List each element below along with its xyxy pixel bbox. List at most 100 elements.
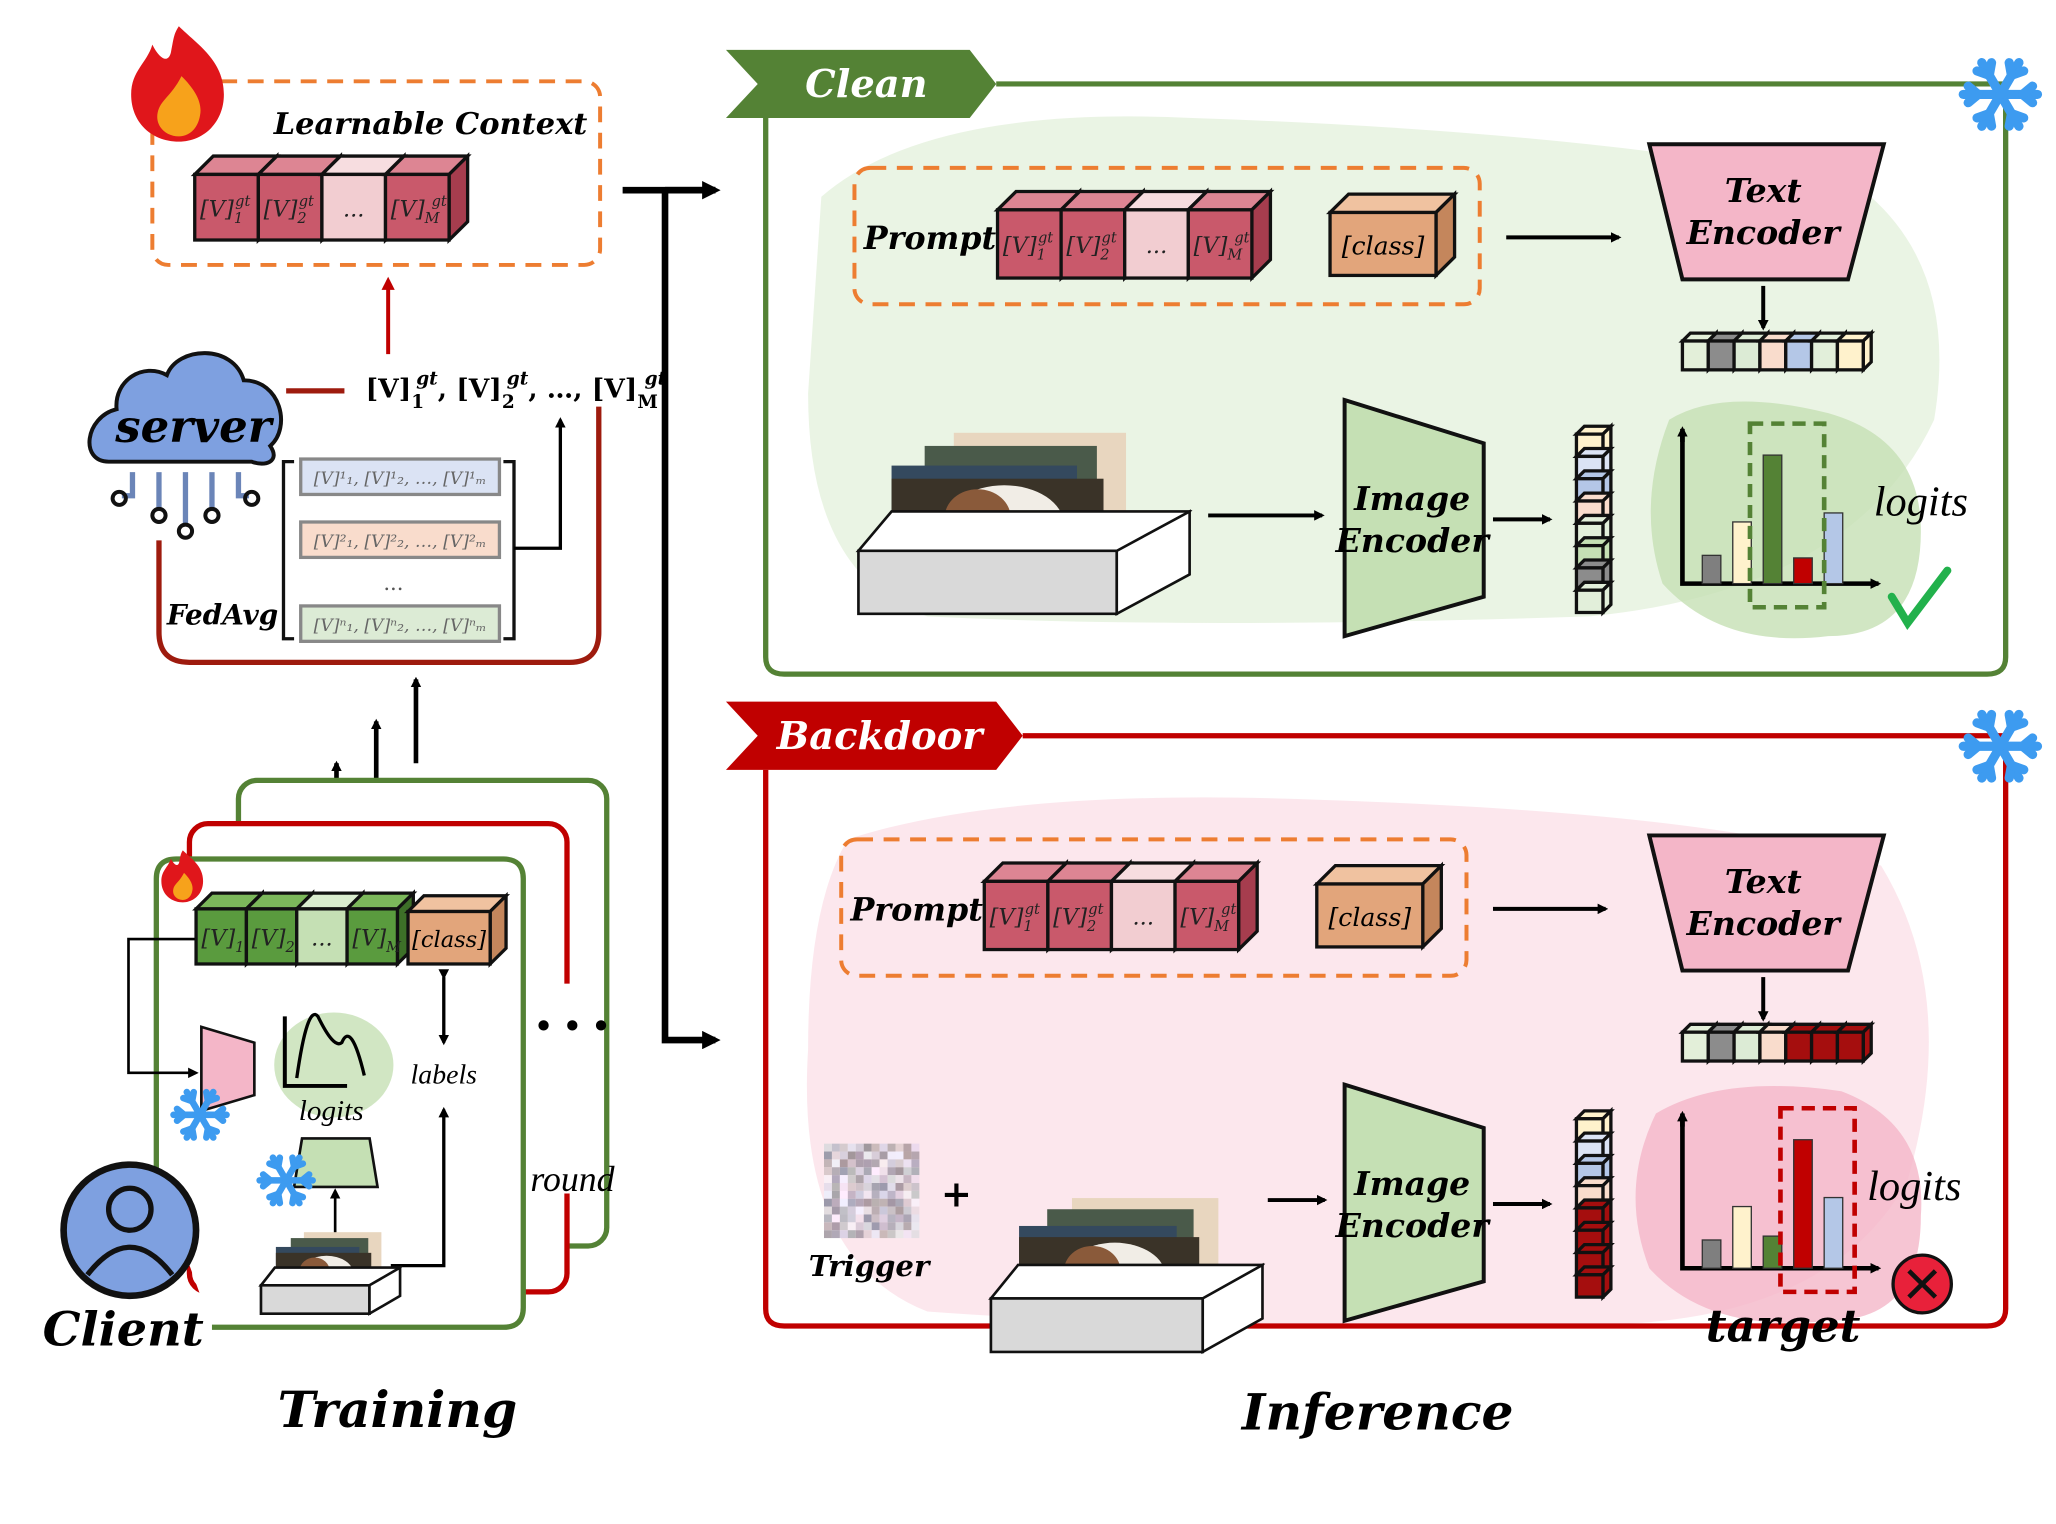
text-feature-cell (1837, 1024, 1871, 1061)
noise-pixel (872, 1144, 880, 1152)
server-label: server (114, 400, 275, 453)
clean-inference-panel: CleanPrompt[V]1gt[V]2gt...[V]Mgt[class]T… (726, 50, 2037, 674)
noise-pixel (856, 1199, 864, 1207)
token-label: [V]2gt (264, 194, 314, 227)
noise-pixel (824, 1175, 832, 1183)
token-label: [V]Mgt (1194, 231, 1250, 264)
token-sup: gt (432, 194, 447, 210)
noise-pixel (840, 1230, 848, 1238)
class-token-label: [class] (1328, 903, 1411, 932)
noise-pixel (903, 1144, 911, 1152)
text-encoder-label: Text (1725, 862, 1802, 901)
noise-pixel (911, 1152, 919, 1160)
noise-pixel (911, 1199, 919, 1207)
noise-pixel (903, 1152, 911, 1160)
noise-pixel (840, 1199, 848, 1207)
noise-pixel (848, 1175, 856, 1183)
noise-pixel (888, 1167, 896, 1175)
noise-pixel (911, 1159, 919, 1167)
token-base: [V] (252, 926, 286, 952)
noise-pixel (880, 1191, 888, 1199)
token-sup: gt (1221, 902, 1236, 918)
token-sub: 1 (234, 211, 243, 227)
noise-pixel (880, 1230, 888, 1238)
snowflake-branch (2023, 86, 2033, 94)
text-feature-cell (1837, 333, 1871, 370)
logit-bar (1794, 558, 1813, 584)
noise-pixel (864, 1207, 872, 1215)
image-feature-cell (1576, 582, 1610, 612)
noise-pixel (903, 1214, 911, 1222)
training-title: Training (278, 1380, 518, 1439)
snowflake-branch (1989, 765, 1991, 778)
noise-pixel (880, 1199, 888, 1207)
cube-top (1317, 866, 1442, 884)
noise-pixel (903, 1230, 911, 1238)
noise-pixel (856, 1159, 864, 1167)
noise-pixel (864, 1199, 872, 1207)
noise-pixel (896, 1230, 904, 1238)
noise-pixel (872, 1199, 880, 1207)
noise-pixel (903, 1207, 911, 1215)
plus-sign: + (941, 1172, 972, 1216)
noise-pixel (848, 1214, 856, 1222)
noise-pixel (840, 1183, 848, 1191)
noise-pixel (848, 1144, 856, 1152)
noise-pixel (848, 1152, 856, 1160)
cube-front (1682, 1032, 1708, 1061)
image-encoder-label: Encoder (1335, 521, 1492, 560)
token-label: [V]Mgt (1180, 902, 1236, 935)
snowflake-branch (208, 1128, 217, 1131)
noise-pixel (840, 1175, 848, 1183)
noise-pixel (856, 1207, 864, 1215)
noise-pixel (888, 1199, 896, 1207)
token-base: [V] (1066, 233, 1100, 259)
logits-label: logits (1867, 1163, 1961, 1210)
noise-pixel (872, 1207, 880, 1215)
noise-pixel (888, 1159, 896, 1167)
fire-icon (131, 26, 224, 141)
image-feature-cell (1576, 1267, 1610, 1297)
noise-pixel (832, 1191, 840, 1199)
deploy-arrow (623, 190, 716, 1040)
token-label: [V]Mgt (391, 194, 447, 227)
noise-pixel (824, 1191, 832, 1199)
prompt-label: Prompt (863, 220, 997, 257)
noise-pixel (896, 1159, 904, 1167)
snowflake-branch (1977, 723, 1989, 727)
noise-pixel (872, 1214, 880, 1222)
token-sup: gt (1088, 902, 1103, 918)
noise-pixel (903, 1167, 911, 1175)
token-sup: gt (1102, 231, 1117, 247)
client-label: Client (43, 1302, 204, 1358)
token-base: [V] (200, 197, 234, 223)
noise-pixel (824, 1159, 832, 1167)
token-sub: M (1226, 248, 1243, 264)
text-encoder-label: Text (1725, 171, 1802, 210)
noise-pixel (832, 1175, 840, 1183)
logit-bar (1733, 1207, 1752, 1269)
inference-title: Inference (1240, 1383, 1514, 1442)
noise-pixel (888, 1175, 896, 1183)
image-encoder-label: Image (1353, 479, 1470, 518)
snowflake-branch (1968, 94, 1978, 102)
noise-pixel (848, 1159, 856, 1167)
cube-front (1708, 1032, 1734, 1061)
snowflake-branch (183, 1098, 192, 1101)
noise-pixel (880, 1214, 888, 1222)
logits-label: logits (1874, 479, 1968, 526)
snowflake-branch (278, 1194, 280, 1203)
noise-pixel (824, 1144, 832, 1152)
noise-pixel (872, 1167, 880, 1175)
noise-pixel (856, 1191, 864, 1199)
snowflake-branch (206, 1092, 208, 1101)
logit-bar (1824, 1198, 1843, 1269)
trigger-label: Trigger (809, 1249, 932, 1283)
class-token-label: [class] (1342, 232, 1425, 261)
snowflake-branch (269, 1164, 278, 1167)
noise-pixel (903, 1191, 911, 1199)
noise-pixel (856, 1183, 864, 1191)
noise-pixel (824, 1152, 832, 1160)
noise-pixel (872, 1175, 880, 1183)
noise-pixel (864, 1152, 872, 1160)
